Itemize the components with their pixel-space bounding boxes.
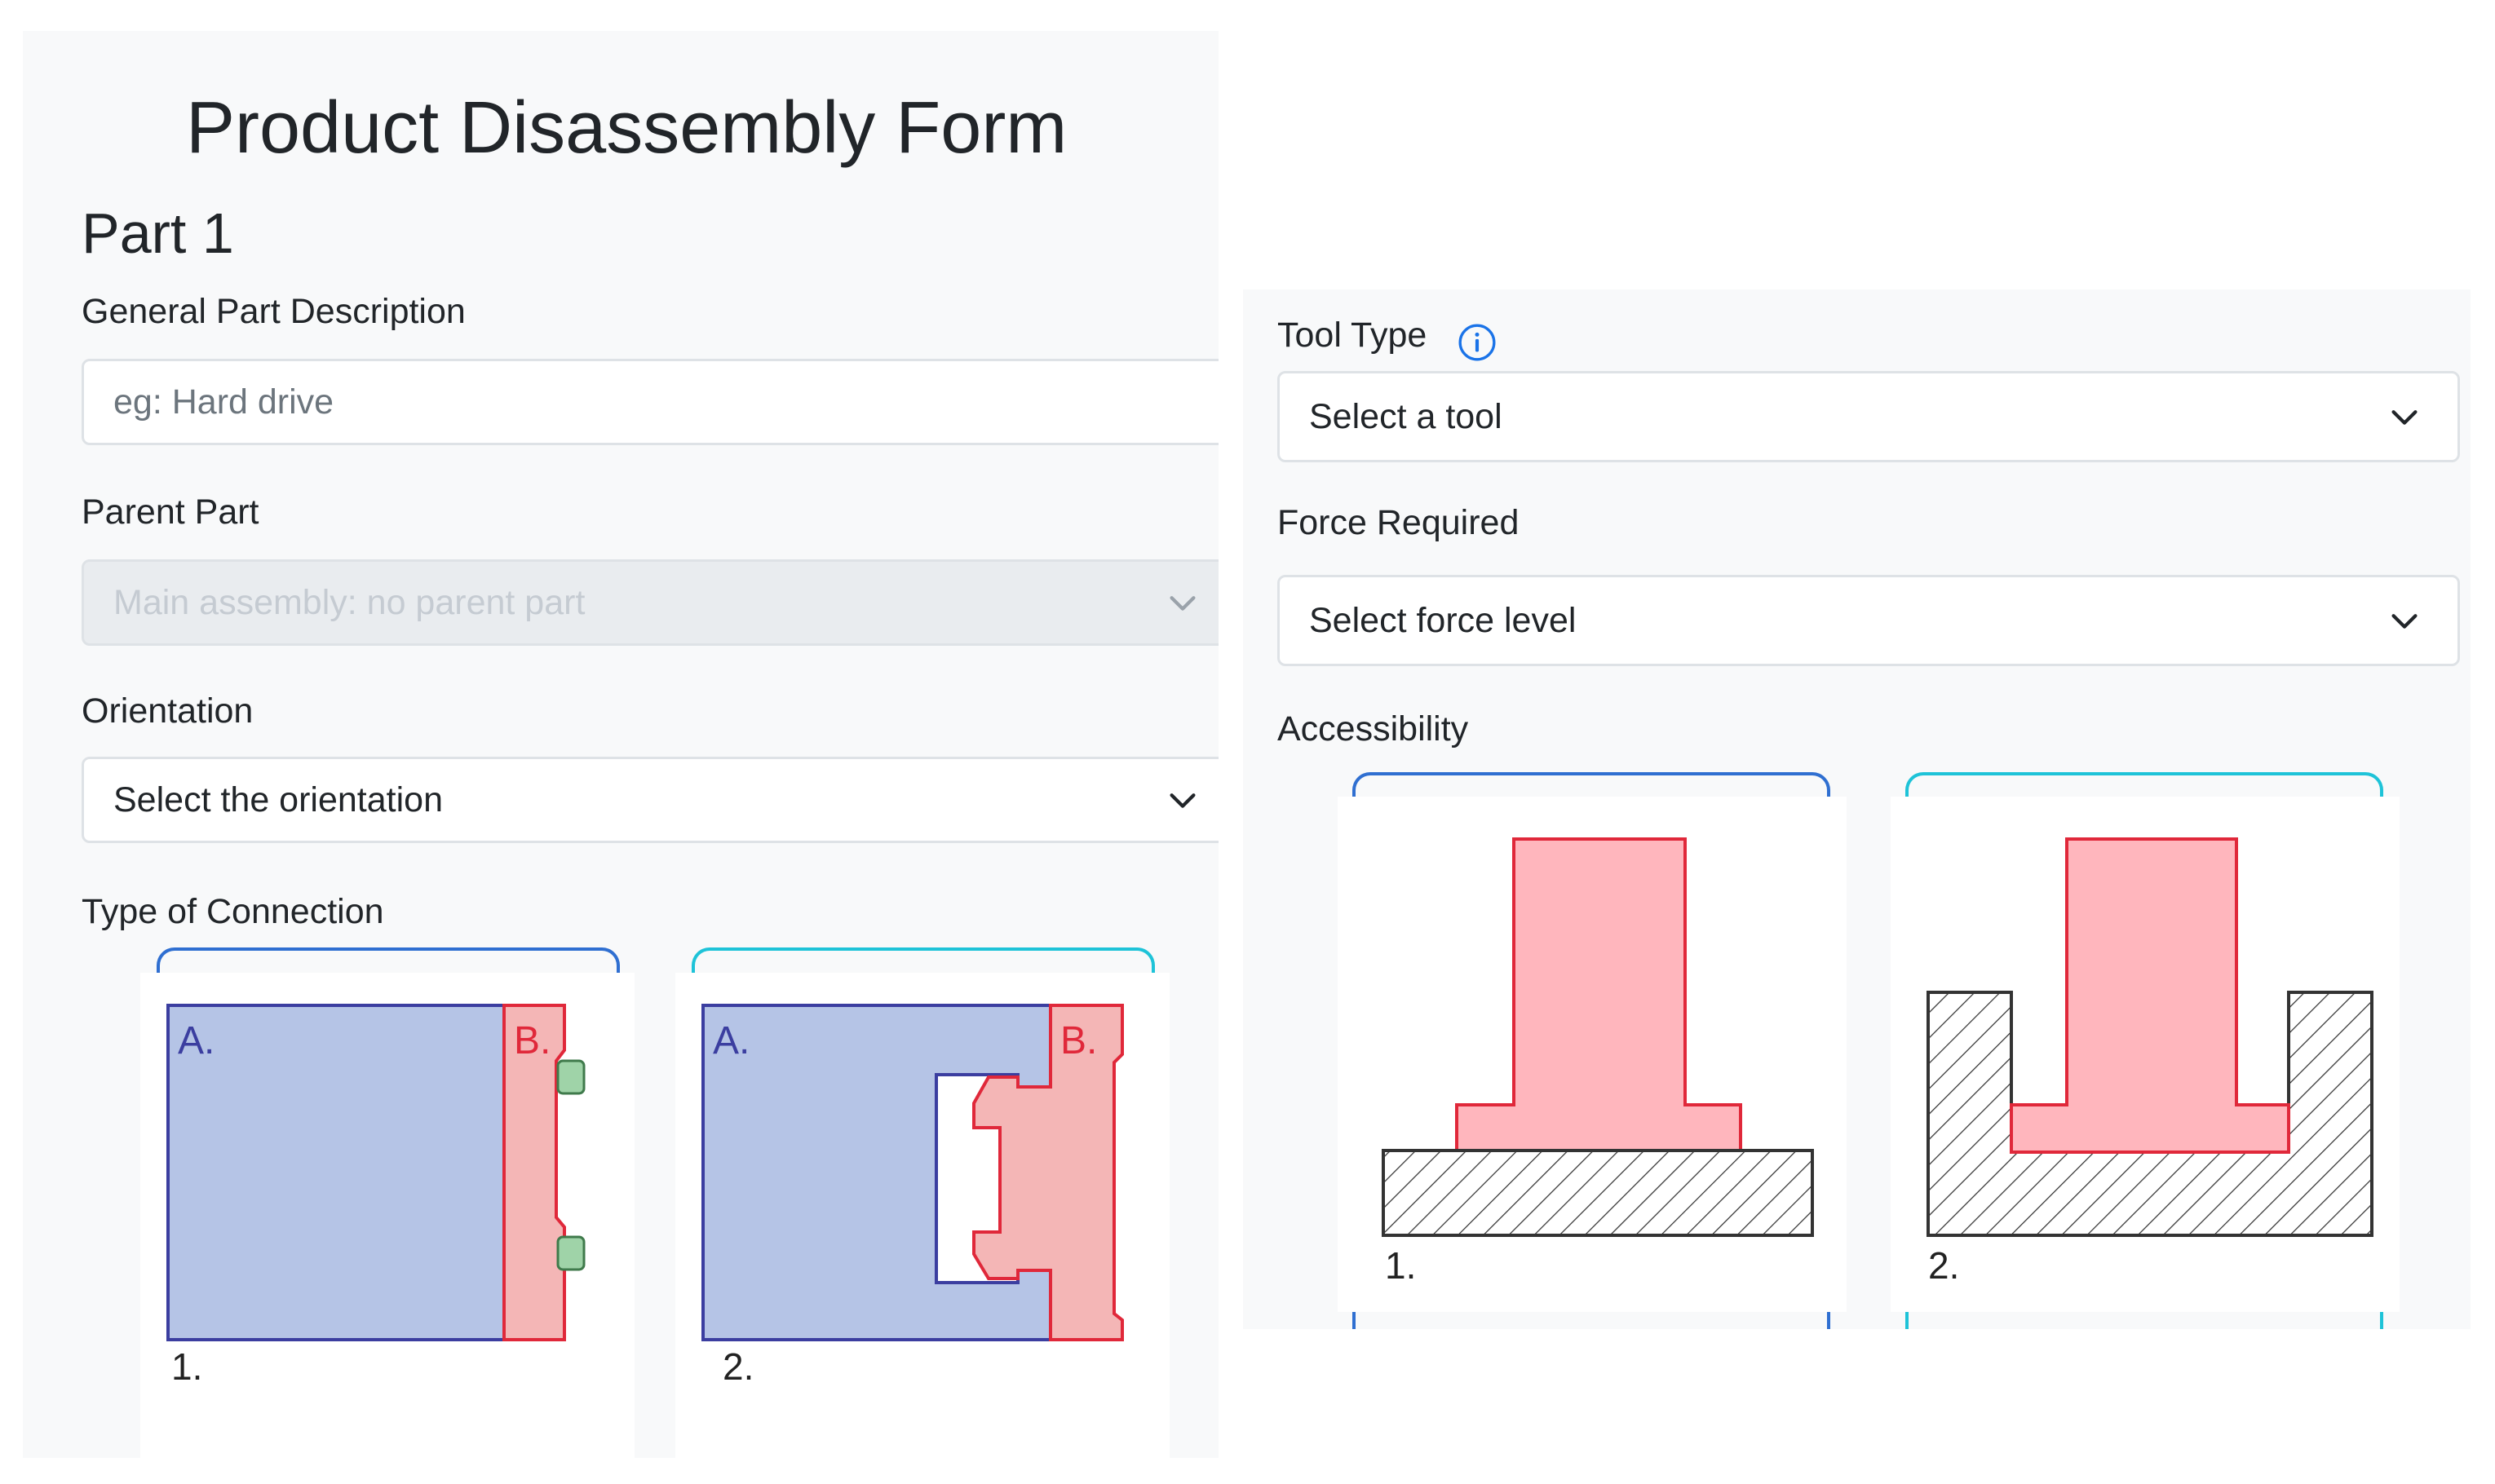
accessibility-label: Accessibility xyxy=(1277,709,1469,749)
accessibility-option-2-edge xyxy=(2380,1312,2383,1329)
general-description-label: General Part Description xyxy=(82,292,466,331)
connection-option-2-tab[interactable] xyxy=(692,947,1155,980)
accessibility-option-1-edge xyxy=(1827,1312,1830,1329)
force-required-select[interactable]: Select force level xyxy=(1277,575,2460,666)
accessibility-option-1[interactable]: 1. xyxy=(1338,797,1847,1312)
accessibility-option-1-number: 1. xyxy=(1385,1244,1417,1287)
page-title: Product Disassembly Form xyxy=(186,87,1068,169)
parent-part-value: Main assembly: no parent part xyxy=(113,582,586,622)
part-b-label: B. xyxy=(514,1019,551,1062)
connection-option-2-number: 2. xyxy=(723,1345,754,1388)
general-description-input[interactable]: eg: Hard drive xyxy=(82,359,1219,445)
accessibility-option-2-edge xyxy=(1905,1312,1909,1329)
form-left-panel: Product Disassembly Form Part 1 General … xyxy=(23,31,1219,1458)
tool-type-value: Select a tool xyxy=(1309,396,1502,436)
chevron-down-icon xyxy=(2391,614,2418,629)
part-a-label: A. xyxy=(713,1019,750,1062)
connection-option-1[interactable]: A. B. 1. xyxy=(140,973,635,1458)
accessibility-option-2-number: 2. xyxy=(1928,1244,1960,1287)
connection-option-1-number: 1. xyxy=(171,1345,203,1388)
form-right-panel: Tool Type Select a tool Force Required S… xyxy=(1243,289,2471,1329)
parent-part-label: Parent Part xyxy=(82,492,259,532)
part-a-label: A. xyxy=(178,1019,215,1062)
orientation-value: Select the orientation xyxy=(113,780,443,819)
accessibility-option-2[interactable]: 2. xyxy=(1891,797,2400,1312)
chevron-down-icon xyxy=(1170,596,1196,611)
chevron-down-icon xyxy=(1170,793,1196,808)
connection-option-2[interactable]: A. B. 2. xyxy=(675,973,1170,1458)
parent-part-select: Main assembly: no parent part xyxy=(82,559,1219,646)
accessibility-option-2-tab[interactable] xyxy=(1905,772,2383,805)
general-description-placeholder: eg: Hard drive xyxy=(113,382,334,422)
recessed-access-diagram xyxy=(1927,837,2373,1237)
tool-type-select[interactable]: Select a tool xyxy=(1277,371,2460,462)
snap-fit-connection-diagram xyxy=(166,1004,586,1341)
connection-option-1-tab[interactable] xyxy=(157,947,620,980)
orientation-select[interactable]: Select the orientation xyxy=(82,757,1219,843)
dovetail-connection-diagram xyxy=(701,1004,1124,1341)
accessibility-option-1-edge xyxy=(1352,1312,1356,1329)
orientation-label: Orientation xyxy=(82,691,254,731)
chevron-down-icon xyxy=(2391,410,2418,425)
force-required-label: Force Required xyxy=(1277,503,1520,542)
info-icon[interactable] xyxy=(1457,322,1497,363)
connection-label: Type of Connection xyxy=(82,892,384,931)
part-b-label: B. xyxy=(1060,1019,1098,1062)
part-title: Part 1 xyxy=(82,201,234,265)
accessibility-option-1-tab[interactable] xyxy=(1352,772,1830,805)
force-required-value: Select force level xyxy=(1309,600,1577,640)
tool-type-label: Tool Type xyxy=(1277,316,1427,355)
flat-base-access-diagram xyxy=(1382,837,1814,1237)
